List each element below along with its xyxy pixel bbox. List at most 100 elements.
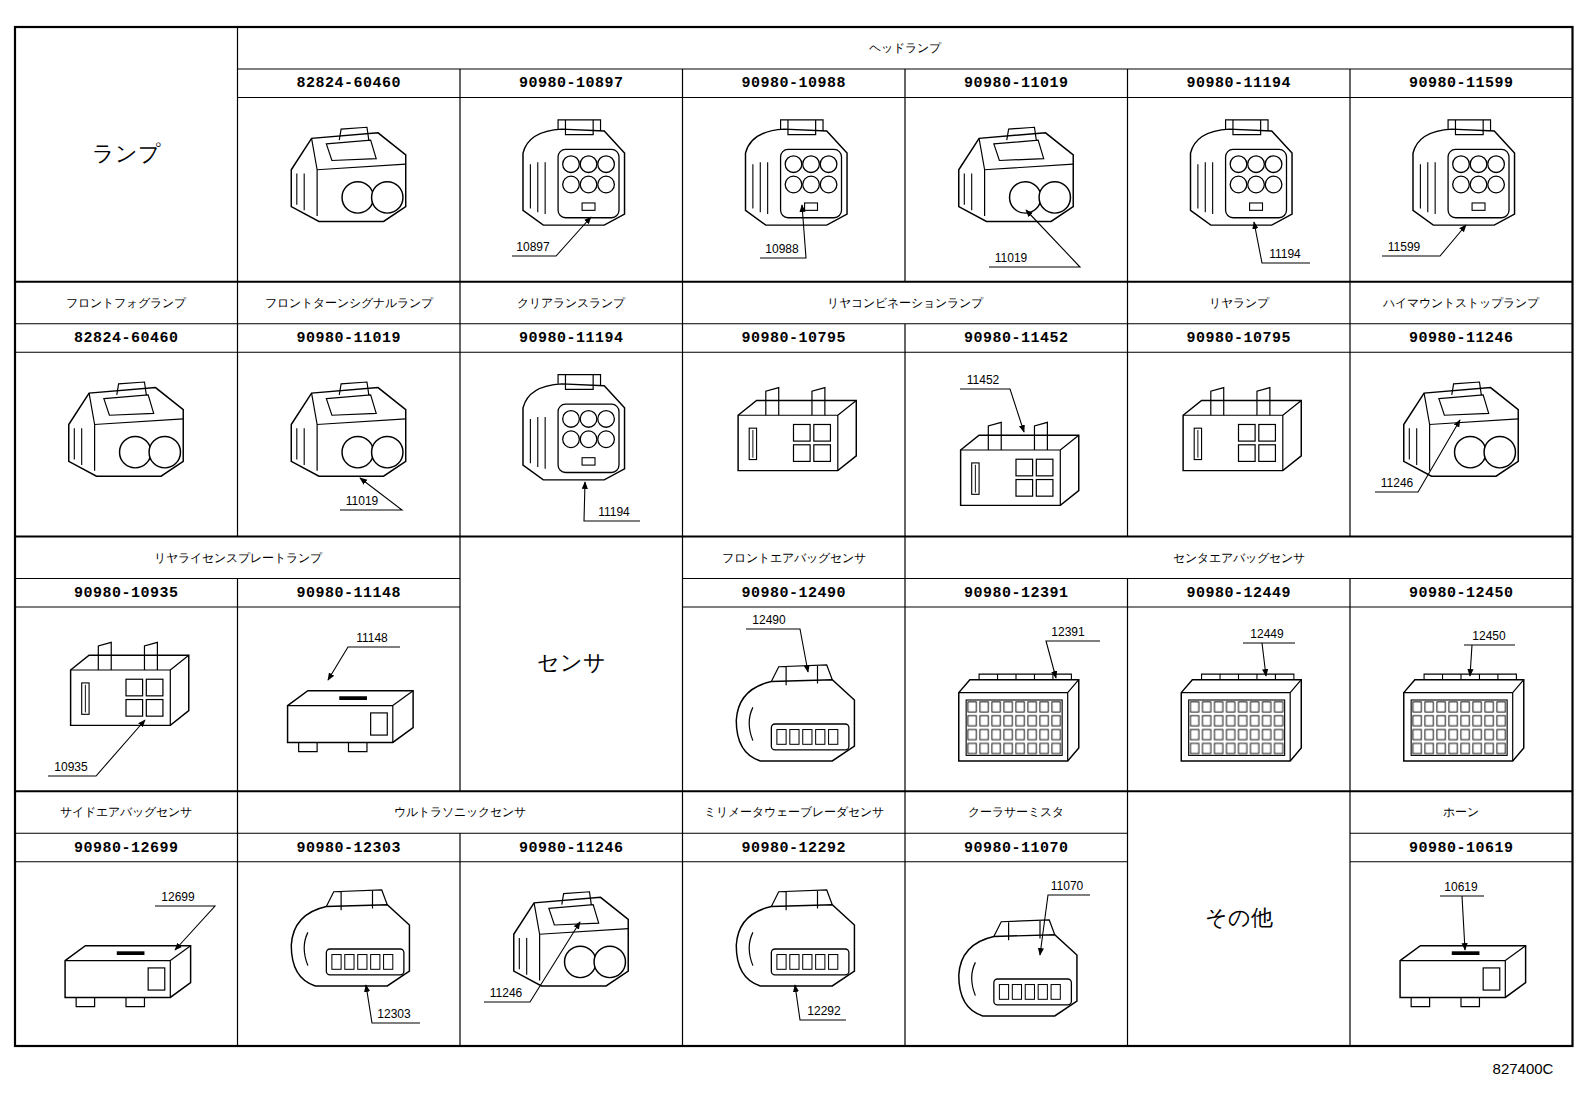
part-group-title: リヤライセンスプレートランプ [154,549,322,566]
callout-number: 11452 [965,373,1001,387]
callout-number: 12292 [805,1004,842,1018]
connector-drawing [1413,120,1515,225]
part-number: 90980-11194 [519,330,624,347]
callout-number: 11070 [1049,879,1085,893]
part-group-title: リヤコンビネーションランプ [827,294,983,311]
part-number: 90980-11019 [964,75,1069,92]
part-number: 82824-60460 [74,330,179,347]
leader-line [512,217,591,256]
connector-drawing [291,127,405,221]
part-group-title: フロントエアバッグセンサ [722,549,866,566]
connector-drawing [291,890,409,986]
leader-line [1464,645,1515,676]
part-group-title: センタエアバッグセンサ [1173,549,1305,566]
leader-line [989,210,1080,267]
connector-drawing [291,382,405,476]
callout-number: 12449 [1248,627,1285,641]
callout-number: 12699 [159,890,196,904]
part-group-title: クリアランスランプ [517,294,625,311]
part-group-title: ホーン [1443,804,1479,821]
leader-line [760,205,806,258]
part-number: 90980-11452 [964,330,1069,347]
category-label: ランプ [92,139,161,169]
part-group-title: フロントターンシグナルランプ [265,294,433,311]
leader-line [366,985,420,1023]
connector-drawing [514,892,628,986]
connector-drawing [738,388,856,471]
leader-line [340,478,402,510]
connector-drawing [961,422,1079,505]
part-number: 90980-11246 [1409,330,1514,347]
leader-line [1254,222,1310,263]
cell-rule [15,27,1573,1046]
table-border [15,27,1573,1046]
part-number: 90980-11148 [296,584,401,601]
connector-drawing [71,642,189,725]
callout-number: 11246 [488,986,524,1000]
callout-number: 11599 [1386,240,1422,254]
part-number: 90980-12449 [1186,584,1291,601]
leader-line [584,482,640,521]
connector-drawing [69,382,183,476]
part-number: 90980-12450 [1409,584,1514,601]
callout-number: 10988 [763,242,800,256]
leader-line [1382,225,1466,256]
leader-line [960,389,1024,432]
connector-drawing [523,120,625,225]
part-number: 90980-11599 [1409,75,1514,92]
connector-drawing [959,674,1079,761]
table-grid [15,27,1573,1046]
part-group-title: フロントフォグランプ [66,294,186,311]
leader-line [1040,895,1090,955]
callout-number: 11148 [354,631,390,645]
part-group-title: クーラサーミスタ [968,804,1064,821]
callout-number: 11019 [993,251,1029,265]
category-label: その他 [1205,903,1273,933]
leader-line [1375,420,1460,492]
part-number: 90980-10897 [519,75,624,92]
part-number: 90980-12292 [741,839,846,856]
part-number: 90980-12391 [964,584,1069,601]
callout-number: 11019 [344,494,380,508]
leader-line [746,629,808,672]
part-number: 90980-12490 [741,584,846,601]
leader-line [1046,641,1100,678]
connector-drawing [65,946,191,1007]
connector-drawing [1404,674,1524,761]
connector-drawing [1181,674,1301,761]
category-label: センサ [537,648,606,678]
part-number: 90980-10935 [74,584,179,601]
part-number: 90980-10795 [1186,330,1291,347]
connector-drawing [1191,120,1293,225]
row-rule [15,282,1573,792]
leader-line [1243,643,1295,676]
callout-number: 10897 [514,240,551,254]
leader-line [795,985,846,1020]
callout-number: 12490 [750,613,787,627]
part-number: 90980-12699 [74,839,179,856]
callout-number: 11194 [1267,247,1303,261]
leader-line [328,647,400,680]
part-group-title: ウルトラソニックセンサ [394,804,526,821]
connector-drawing [746,120,848,225]
connector-drawing [959,920,1077,1016]
part-group-title: ミリメータウェーブレーダセンサ [704,804,884,821]
leader-line [155,906,215,950]
connector-drawing [1400,946,1526,1007]
connector-drawing [1404,382,1518,476]
part-group-title: ヘッドランプ [869,40,941,57]
connector-drawing [288,691,414,752]
part-group-title: リヤランプ [1209,294,1269,311]
part-number: 82824-60460 [296,75,401,92]
callout-number: 11246 [1379,476,1415,490]
part-number: 90980-11070 [964,839,1069,856]
callout-number: 10619 [1442,880,1479,894]
connector-drawing [736,665,854,761]
part-group-title: ハイマウントストップランプ [1383,294,1539,311]
leader-lines [48,205,1515,1023]
figure-code: 827400C [1493,1060,1554,1077]
leader-line [484,922,580,1002]
connector-drawing [1183,388,1301,471]
leader-line [1440,896,1484,950]
